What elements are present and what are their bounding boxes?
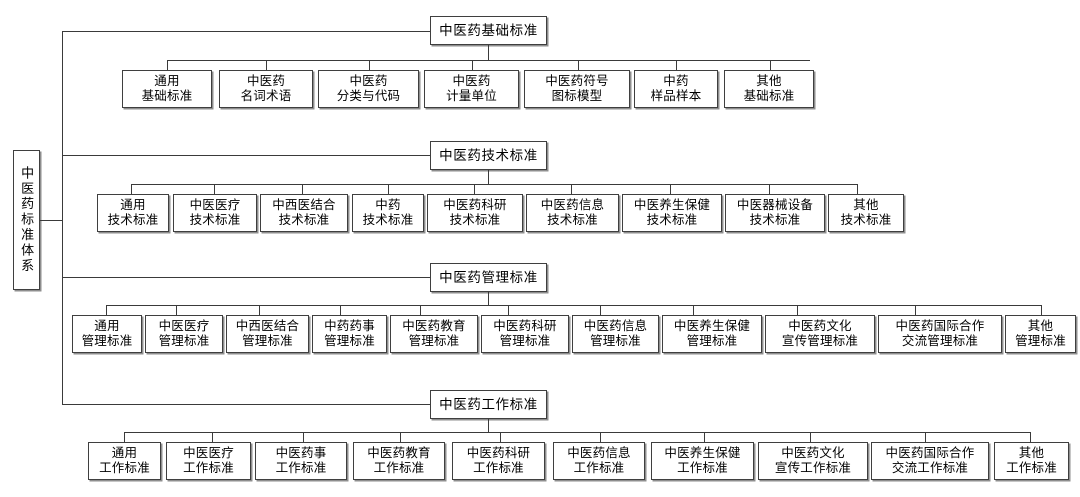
node-branch4-child2[interactable]: 中医药事 工作标准 [255,442,347,480]
branch-4-child-stem-7 [810,432,811,442]
branch-4-header-connector [62,404,431,405]
node-branch3-child4[interactable]: 中医药教育 管理标准 [390,315,478,353]
node-branch1-child1[interactable]: 中医药 名词术语 [219,70,313,108]
branch-1-child-stem-0 [167,60,168,70]
branch-4-child-stem-2 [303,432,304,442]
branch-1-child-stem-4 [578,60,579,70]
node-branch2-child2[interactable]: 中西医结合 技术标准 [260,194,348,232]
node-branch3-child0[interactable]: 通用 管理标准 [72,315,142,353]
branch-3-child-stem-3 [340,305,341,315]
branch-2-child-stem-1 [214,184,215,194]
node-branch4-child3[interactable]: 中医药教育 工作标准 [353,442,445,480]
branch-4-child-stem-4 [500,432,501,442]
branch-3-child-stem-0 [106,305,107,315]
branch-3-child-stem-8 [797,305,798,315]
branch-2-child-bus [131,184,857,185]
node-branch3-child7[interactable]: 中医养生保健 管理标准 [662,315,762,353]
branch-2-child-stem-8 [857,184,858,194]
node-branch1-child0[interactable]: 通用 基础标准 [122,70,212,108]
branch-4-child-stem-9 [1030,432,1031,442]
node-branch1-child3[interactable]: 中医药 计量单位 [424,70,519,108]
branch-header-3[interactable]: 中医药管理标准 [430,263,547,292]
branch-2-child-stem-5 [571,184,572,194]
node-branch4-child9[interactable]: 其他 工作标准 [994,442,1069,480]
branch-2-child-stem-4 [474,184,475,194]
branch-4-child-stem-3 [400,432,401,442]
branch-2-child-stem-7 [769,184,770,194]
branch-1-child-stem-5 [676,60,677,70]
node-branch4-child8[interactable]: 中医药国际合作 交流工作标准 [871,442,989,480]
node-branch3-child3[interactable]: 中药药事 管理标准 [312,315,387,353]
node-branch4-child1[interactable]: 中医医疗 工作标准 [166,442,251,480]
branch-3-child-stem-1 [176,305,177,315]
branch-header-4[interactable]: 中医药工作标准 [430,390,547,419]
node-branch1-child2[interactable]: 中医药 分类与代码 [318,70,419,108]
branch-2-child-stem-6 [670,184,671,194]
node-branch4-child6[interactable]: 中医养生保健 工作标准 [651,442,754,480]
branch-3-header-drop [488,292,489,305]
node-branch1-child5[interactable]: 中药 样品样本 [634,70,718,108]
node-branch3-child9[interactable]: 中医药国际合作 交流管理标准 [878,315,1002,353]
branch-2-header-connector [62,155,431,156]
branch-4-child-stem-8 [925,432,926,442]
branch-1-child-stem-1 [266,60,267,70]
branch-3-child-stem-5 [508,305,509,315]
branch-3-child-stem-10 [1041,305,1042,315]
node-branch2-child3[interactable]: 中药 技术标准 [352,194,424,232]
branch-3-header-connector [62,277,431,278]
branch-1-header-drop [488,45,489,60]
spine-vertical-trunk [62,31,63,405]
branch-2-child-stem-3 [388,184,389,194]
branch-4-child-stem-1 [212,432,213,442]
branch-4-child-stem-0 [124,432,125,442]
branch-header-2[interactable]: 中医药技术标准 [430,141,547,170]
branch-3-child-stem-2 [259,305,260,315]
node-branch3-child1[interactable]: 中医医疗 管理标准 [145,315,223,353]
node-branch2-child6[interactable]: 中医养生保健 技术标准 [622,194,722,232]
branch-1-child-stem-6 [770,60,771,70]
node-branch1-child4[interactable]: 中医药符号 图标模型 [524,70,630,108]
node-branch2-child5[interactable]: 中医药信息 技术标准 [526,194,619,232]
branch-2-child-stem-0 [131,184,132,194]
branch-1-child-stem-2 [369,60,370,70]
node-branch3-child10[interactable]: 其他 管理标准 [1005,315,1076,353]
branch-4-child-bus [124,432,1030,433]
branch-2-child-stem-2 [302,184,303,194]
node-branch2-child1[interactable]: 中医医疗 技术标准 [173,194,257,232]
node-branch3-child8[interactable]: 中医药文化 宣传管理标准 [765,315,875,353]
node-branch4-child0[interactable]: 通用 工作标准 [88,442,161,480]
branch-3-child-stem-7 [693,305,694,315]
node-branch4-child5[interactable]: 中医药信息 工作标准 [553,442,645,480]
root-to-spine-connector [40,220,63,221]
branch-3-child-stem-4 [420,305,421,315]
node-branch4-child4[interactable]: 中医药科研 工作标准 [452,442,545,480]
branch-4-child-stem-6 [704,432,705,442]
node-branch3-child6[interactable]: 中医药信息 管理标准 [572,315,659,353]
branch-4-child-stem-5 [600,432,601,442]
branch-1-header-connector [62,31,431,32]
node-branch3-child5[interactable]: 中医药科研 管理标准 [481,315,569,353]
branch-2-header-drop [488,170,489,184]
node-branch2-child7[interactable]: 中医器械设备 技术标准 [725,194,825,232]
node-branch2-child0[interactable]: 通用 技术标准 [97,194,169,232]
branch-3-child-stem-9 [915,305,916,315]
node-branch2-child8[interactable]: 其他 技术标准 [828,194,904,232]
branch-3-child-bus [106,305,1041,306]
node-branch2-child4[interactable]: 中医药科研 技术标准 [427,194,523,232]
branch-1-child-stem-3 [472,60,473,70]
node-branch4-child7[interactable]: 中医药文化 宣传工作标准 [758,442,868,480]
node-branch3-child2[interactable]: 中西医结合 管理标准 [226,315,309,353]
root-node-tcm-standard-system[interactable]: 中医药标准体系 [13,150,40,290]
branch-1-child-bus [167,60,810,61]
node-branch1-child6[interactable]: 其他 基础标准 [724,70,814,108]
branch-4-header-drop [488,419,489,432]
branch-header-1[interactable]: 中医药基础标准 [430,16,547,45]
branch-3-child-stem-6 [600,305,601,315]
